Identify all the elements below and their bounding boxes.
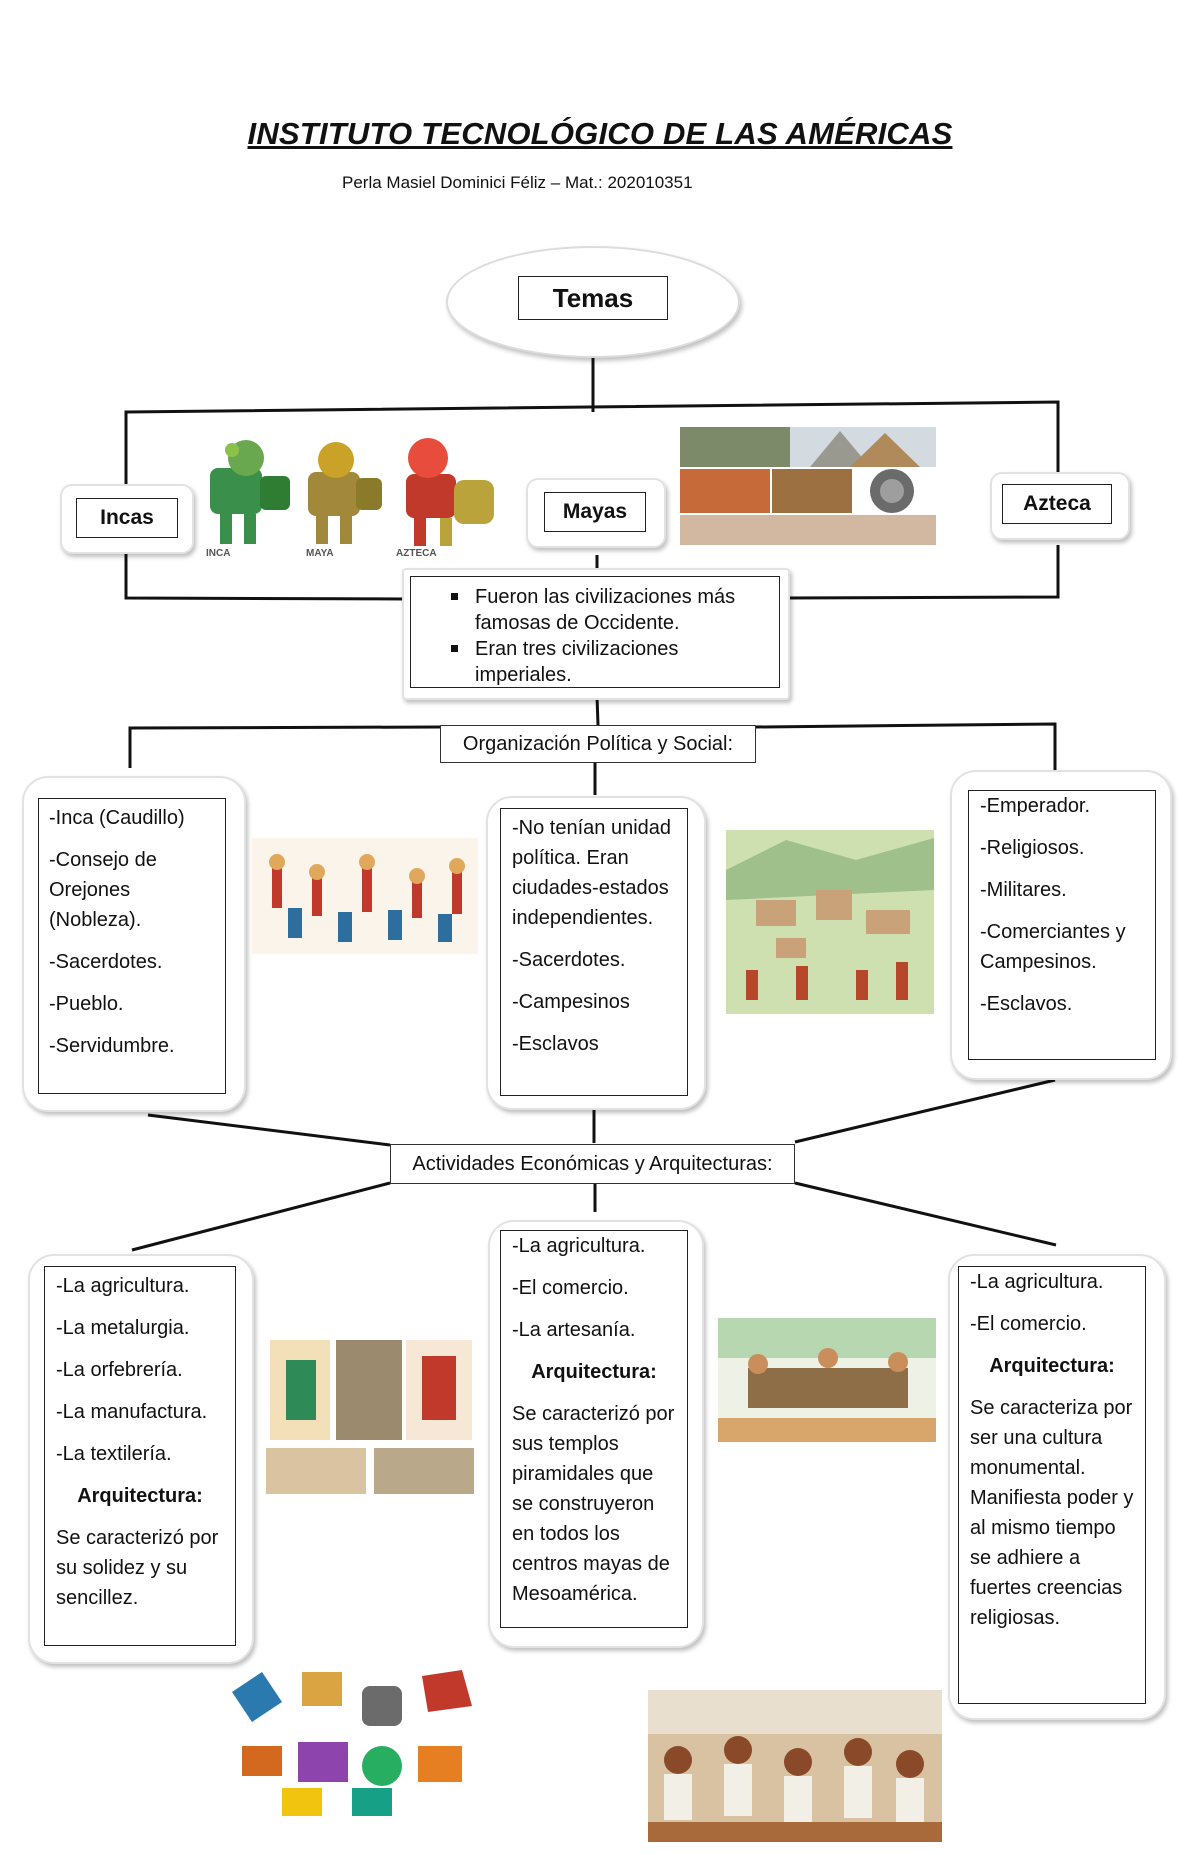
organization-heading: Organización Política y Social: xyxy=(440,725,756,763)
logo-caption-maya: MAYA xyxy=(306,548,334,559)
maya-economy-image xyxy=(718,1318,936,1442)
org-incas-item: -Consejo de Orejones (Nobleza). xyxy=(49,849,157,931)
aztec-collage-image xyxy=(680,427,936,545)
document-title: INSTITUTO TECNOLÓGICO DE LAS AMÉRICAS xyxy=(247,116,953,151)
incas-label: Incas xyxy=(76,498,178,538)
logo-caption-azteca: AZTECA xyxy=(396,548,437,559)
econ-azteca-item: -El comercio. xyxy=(970,1313,1087,1335)
econ-azteca-box: -La agricultura. -El comercio. Arquitect… xyxy=(958,1266,1146,1704)
econ-incas-item: -La metalurgia. xyxy=(56,1317,190,1339)
org-azteca-item: -Comerciantes y Campesinos. xyxy=(980,921,1126,973)
org-azteca-item: -Militares. xyxy=(980,879,1067,901)
maya-market-image xyxy=(648,1690,942,1842)
economy-heading: Actividades Económicas y Arquitecturas: xyxy=(390,1144,795,1184)
org-mayas-item: -No tenían unidad política. Eran ciudade… xyxy=(512,817,672,929)
org-incas-item: -Servidumbre. xyxy=(49,1035,175,1057)
summary-box: Fueron las civilizaciones más famosas de… xyxy=(410,576,780,688)
econ-mayas-arch-text: Se caracterizó por sus templos piramidal… xyxy=(512,1403,675,1605)
mayas-label: Mayas xyxy=(544,492,646,532)
econ-mayas-box: -La agricultura. -El comercio. -La artes… xyxy=(500,1230,688,1628)
inca-society-image xyxy=(252,838,478,954)
inca-crafts-image xyxy=(222,1662,482,1820)
econ-incas-item: -La agricultura. xyxy=(56,1275,190,1297)
econ-mayas-item: -La agricultura. xyxy=(512,1235,646,1257)
econ-incas-item: -La textilería. xyxy=(56,1443,172,1465)
org-azteca-item: -Esclavos. xyxy=(980,993,1073,1015)
econ-incas-item: -La orfebrería. xyxy=(56,1359,183,1381)
econ-incas-item: -La manufactura. xyxy=(56,1401,208,1423)
econ-mayas-item: -La artesanía. xyxy=(512,1319,636,1341)
org-azteca-item: -Emperador. xyxy=(980,795,1091,817)
root-label: Temas xyxy=(518,276,668,320)
org-mayas-item: -Esclavos xyxy=(512,1033,599,1055)
econ-incas-arch-label: Arquitectura: xyxy=(77,1485,203,1507)
org-incas-item: -Inca (Caudillo) xyxy=(49,807,185,829)
org-mayas-item: -Sacerdotes. xyxy=(512,949,626,971)
org-incas-item: -Sacerdotes. xyxy=(49,951,163,973)
maya-city-image xyxy=(726,830,934,1014)
org-incas-box: -Inca (Caudillo) -Consejo de Orejones (N… xyxy=(38,798,226,1094)
summary-bullet: Eran tres civilizaciones imperiales. xyxy=(411,636,779,688)
org-azteca-box: -Emperador. -Religiosos. -Militares. -Co… xyxy=(968,790,1156,1060)
org-mayas-item: -Campesinos xyxy=(512,991,630,1013)
econ-incas-arch-text: Se caracterizó por su solidez y su senci… xyxy=(56,1527,219,1609)
org-azteca-item: -Religiosos. xyxy=(980,837,1085,859)
org-incas-item: -Pueblo. xyxy=(49,993,124,1015)
author-line: Perla Masiel Dominici Féliz – Mat.: 2020… xyxy=(342,173,693,192)
logo-caption-inca: INCA xyxy=(206,548,230,559)
econ-azteca-item: -La agricultura. xyxy=(970,1271,1104,1293)
summary-bullet: Fueron las civilizaciones más famosas de… xyxy=(411,584,779,636)
civilization-logos-illustration: INCA MAYA AZTECA xyxy=(206,438,494,559)
econ-mayas-item: -El comercio. xyxy=(512,1277,629,1299)
azteca-label: Azteca xyxy=(1002,484,1112,524)
econ-mayas-arch-label: Arquitectura: xyxy=(531,1361,657,1383)
econ-azteca-arch-label: Arquitectura: xyxy=(989,1355,1115,1377)
econ-azteca-arch-text: Se caracteriza por ser una cultura monum… xyxy=(970,1397,1134,1629)
econ-incas-box: -La agricultura. -La metalurgia. -La orf… xyxy=(44,1266,236,1646)
inca-economy-image xyxy=(266,1340,474,1494)
org-mayas-box: -No tenían unidad política. Eran ciudade… xyxy=(500,808,688,1096)
